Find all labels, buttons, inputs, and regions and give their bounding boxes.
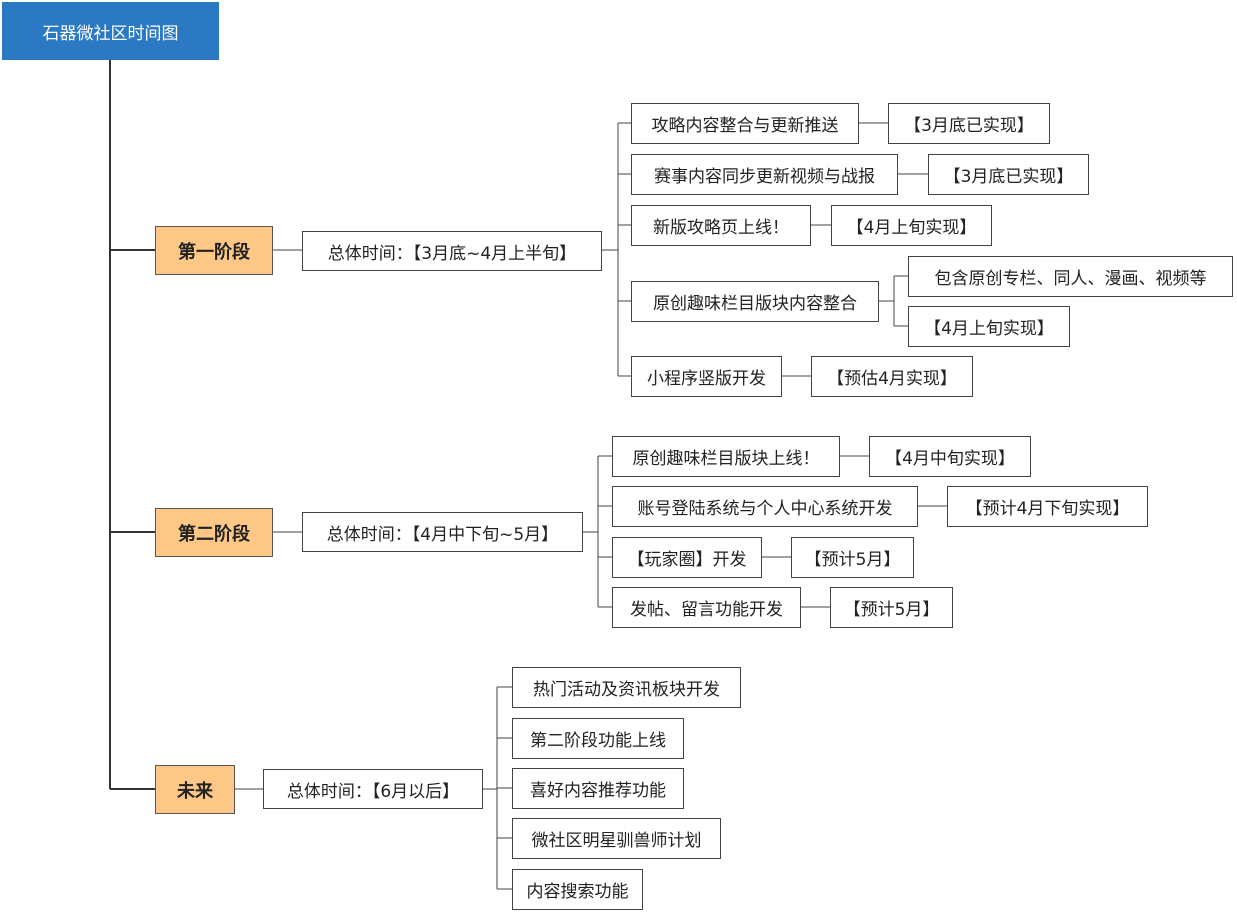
phase-3-item-1: 热门活动及资讯板块开发: [512, 667, 741, 708]
phase-2-item-2: 账号登陆系统与个人中心系统开发: [612, 486, 918, 527]
phase-3-item-4: 微社区明星驯兽师计划: [512, 818, 721, 859]
phase-2-box: 第二阶段: [155, 508, 273, 557]
phase-1-item-1: 攻略内容整合与更新推送: [631, 103, 859, 144]
phase-1-item-3: 新版攻略页上线！: [631, 205, 811, 246]
phase-3-box: 未来: [155, 765, 235, 814]
page-title: 石器微社区时间图: [2, 2, 219, 60]
phase-3-item-3: 喜好内容推荐功能: [512, 768, 684, 809]
phase-2-time: 总体时间：【4月中下旬~5月】: [302, 512, 583, 552]
phase-1-item-4: 原创趣味栏目版块内容整合: [631, 281, 879, 322]
phase-1-item-3-note: 【4月上旬实现】: [831, 205, 992, 246]
phase-2-item-3-note: 【预计5月】: [791, 537, 914, 578]
phase-1-item-4-note-1: 包含原创专栏、同人、漫画、视频等: [908, 256, 1233, 297]
phase-2-item-2-note: 【预计4月下旬实现】: [947, 486, 1148, 527]
phase-1-box: 第一阶段: [155, 226, 273, 275]
phase-3-item-5: 内容搜索功能: [512, 869, 643, 910]
phase-2-item-4: 发帖、留言功能开发: [612, 587, 801, 628]
phase-2-item-3: 【玩家圈】开发: [612, 537, 762, 578]
phase-2-item-4-note: 【预计5月】: [830, 587, 953, 628]
phase-1-item-2-note: 【3月底已实现】: [928, 154, 1089, 195]
phase-1-item-5-note: 【预估4月实现】: [811, 356, 973, 397]
phase-1-item-4-note-2: 【4月上旬实现】: [908, 306, 1070, 347]
phase-1-item-2: 赛事内容同步更新视频与战报: [631, 154, 898, 195]
phase-1-time: 总体时间：【3月底~4月上半旬】: [302, 231, 602, 271]
phase-2-item-1: 原创趣味栏目版块上线！: [612, 436, 840, 477]
phase-1-item-1-note: 【3月底已实现】: [888, 103, 1050, 144]
phase-1-item-5: 小程序竖版开发: [631, 356, 782, 397]
phase-3-time: 总体时间：【6月以后】: [263, 769, 483, 809]
phase-2-item-1-note: 【4月中旬实现】: [869, 436, 1031, 477]
phase-3-item-2: 第二阶段功能上线: [512, 718, 684, 759]
